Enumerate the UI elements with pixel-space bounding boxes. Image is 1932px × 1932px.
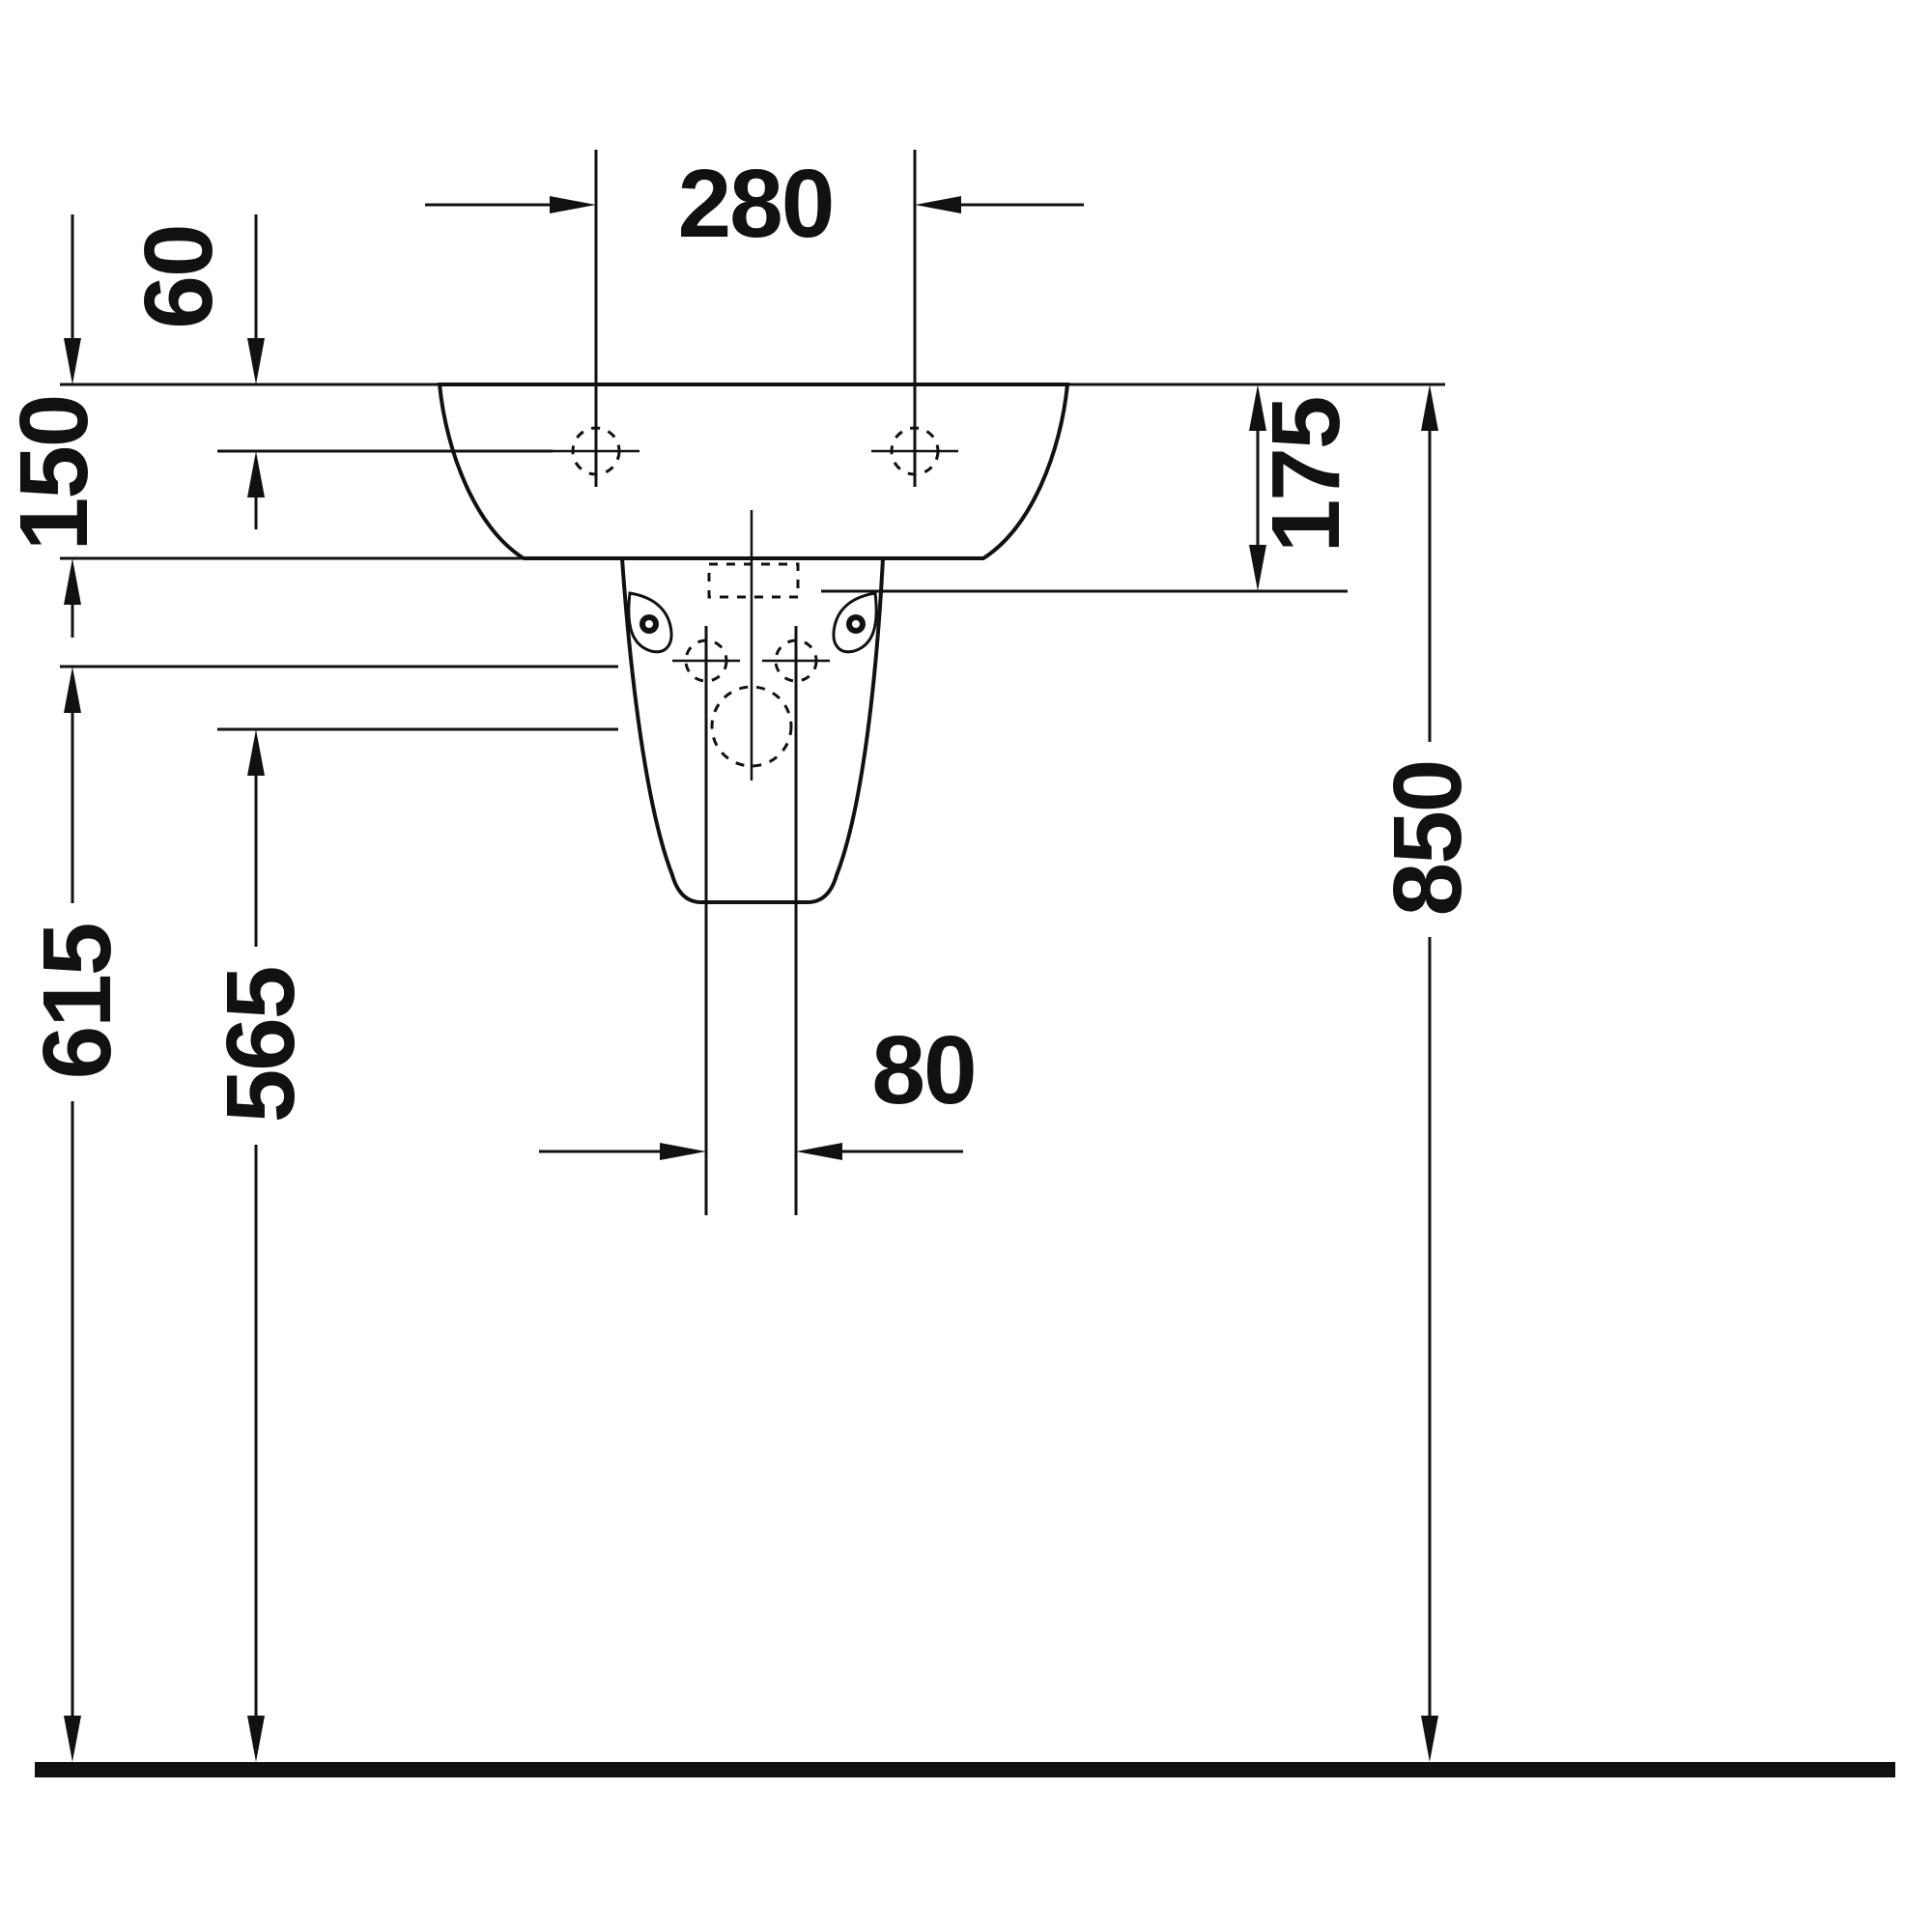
dim-label-615: 615 <box>23 924 131 1080</box>
basin-outline <box>437 383 1070 560</box>
arrow-up-icon <box>64 667 81 713</box>
fixing-screw-left-center <box>645 620 653 628</box>
arrow-right-icon <box>550 196 596 213</box>
arrow-right-icon <box>660 1143 706 1160</box>
dim-label-280: 280 <box>678 150 834 258</box>
floor-line <box>35 1762 1895 1777</box>
arrow-left-icon <box>915 196 961 213</box>
arrow-down-icon <box>247 338 265 384</box>
drain-outlet <box>710 685 793 768</box>
arrow-down-icon <box>64 338 81 384</box>
arrow-down-icon <box>64 1716 81 1762</box>
dim-label-60: 60 <box>125 225 233 328</box>
arrow-up-icon <box>1421 384 1438 431</box>
arrow-down-icon <box>1421 1716 1438 1762</box>
dim-label-80: 80 <box>871 1016 975 1124</box>
arrow-up-icon <box>247 729 265 776</box>
arrow-down-icon <box>247 1716 265 1762</box>
arrow-left-icon <box>796 1143 842 1160</box>
dim-label-175: 175 <box>1252 398 1360 554</box>
dim-label-850: 850 <box>1374 761 1482 917</box>
arrow-down-icon <box>1249 545 1266 591</box>
overflow-slot <box>707 562 800 599</box>
dim-label-565: 565 <box>207 968 315 1123</box>
dim-label-150: 150 <box>0 396 108 552</box>
arrow-up-icon <box>64 558 81 605</box>
arrow-up-icon <box>1249 384 1266 431</box>
arrow-up-icon <box>247 451 265 497</box>
fixing-screw-right-center <box>852 620 860 628</box>
